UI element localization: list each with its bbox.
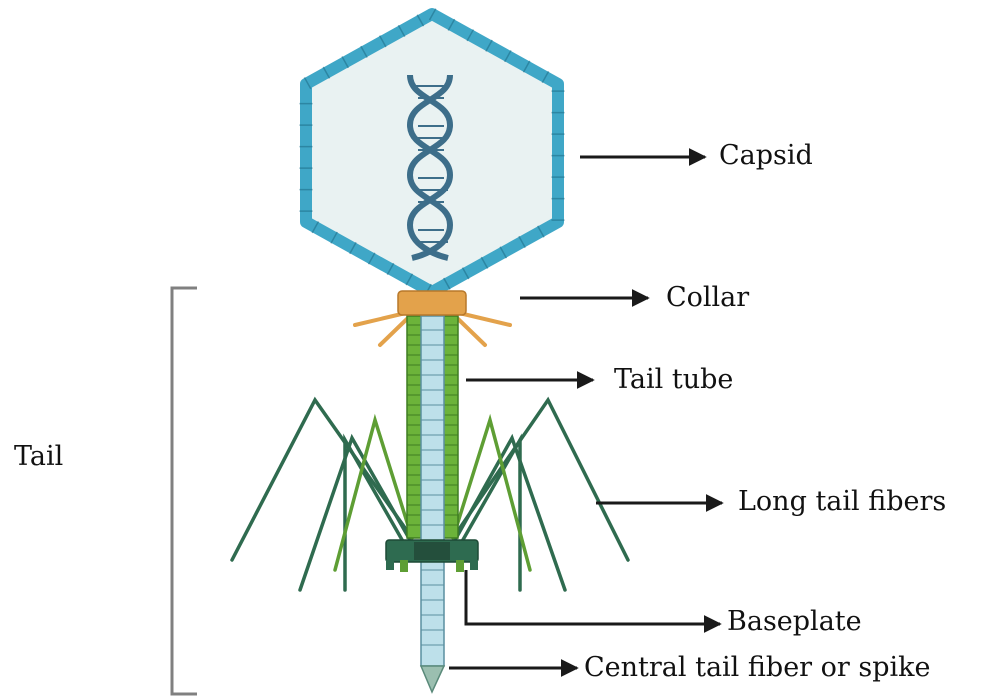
tail-bracket: [172, 288, 197, 694]
central-spike: [421, 666, 444, 692]
collar: [398, 291, 466, 315]
tail-tube-label: Tail tube: [614, 366, 733, 393]
tail-tube: [407, 316, 458, 666]
baseplate-label: Baseplate: [727, 608, 862, 635]
spike-label: Central tail fiber or spike: [584, 654, 931, 681]
collar-label: Collar: [666, 284, 749, 311]
tail-label: Tail: [14, 443, 63, 470]
long-tail-fibers-label: Long tail fibers: [738, 488, 946, 515]
capsid-label: Capsid: [719, 142, 813, 169]
baseplate-arrow: [466, 570, 720, 624]
